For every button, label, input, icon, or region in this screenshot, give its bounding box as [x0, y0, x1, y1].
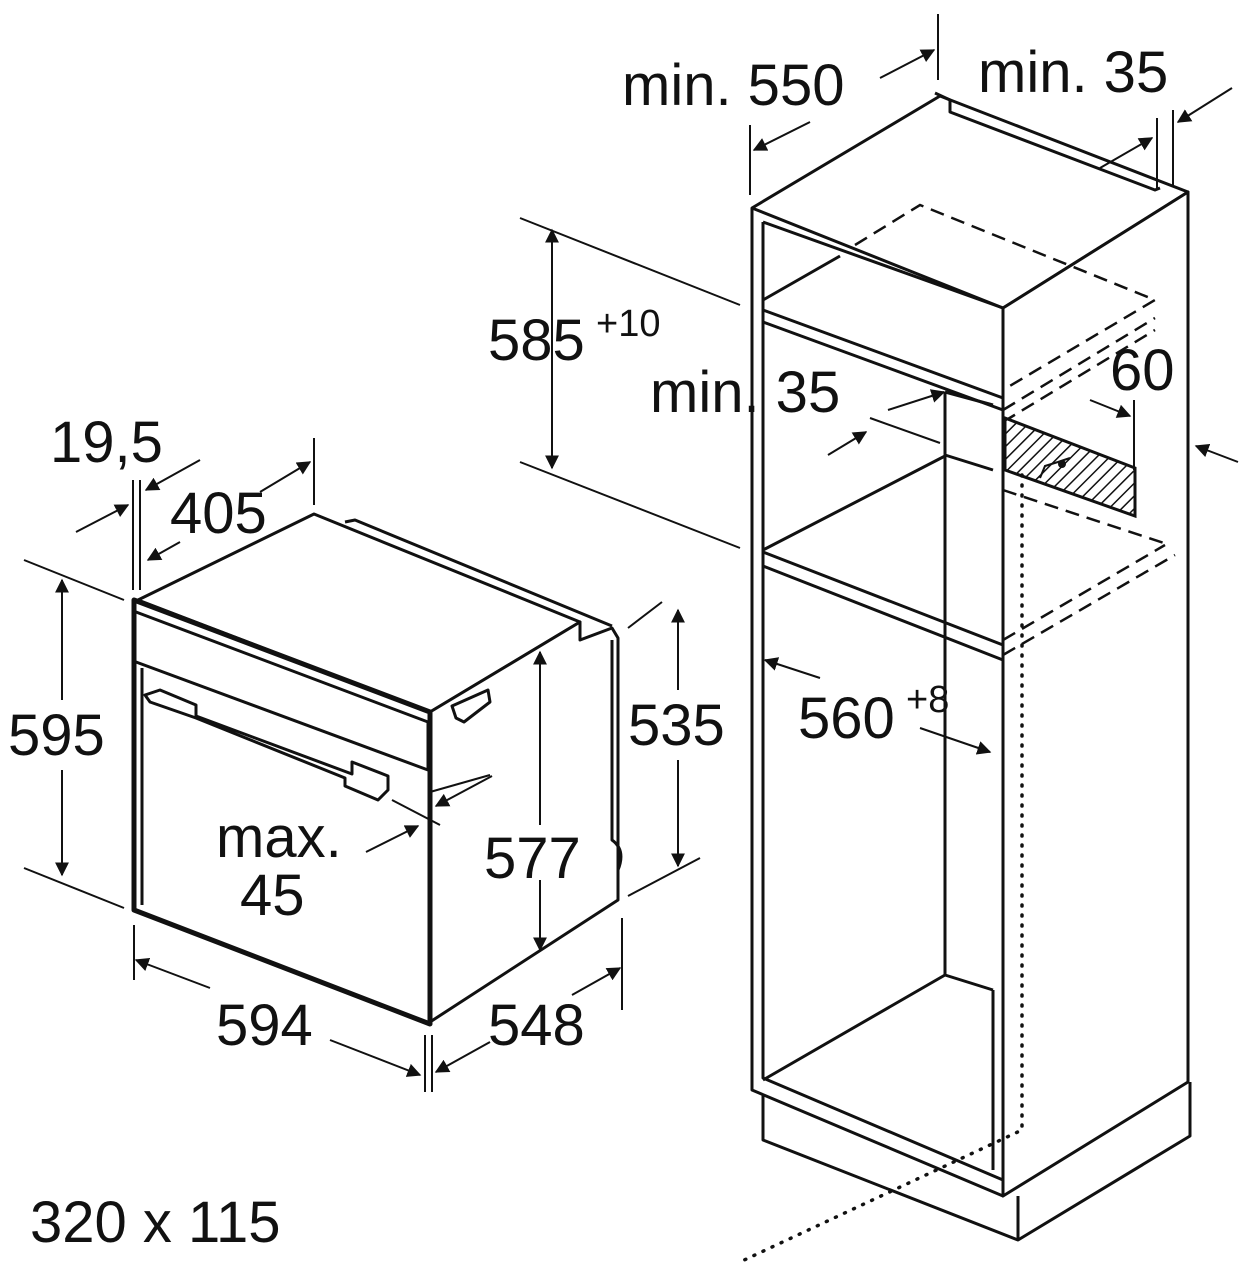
label-45: 45	[240, 863, 305, 928]
label-585: 585	[488, 308, 585, 373]
label-548: 548	[488, 993, 585, 1058]
lower-floor-back	[762, 973, 946, 1082]
hidden-line-c	[1002, 488, 1171, 547]
label-vent-size: 320 x 115	[30, 1190, 280, 1255]
niche-floor-back	[762, 454, 946, 552]
niche-ceiling-edge	[944, 453, 994, 472]
ventilation-dotted-path	[738, 473, 1024, 1264]
label-min-550: min. 550	[622, 53, 844, 118]
cabinet-front-inner	[761, 222, 1004, 1182]
label-19-5: 19,5	[50, 410, 163, 475]
tall-cabinet	[738, 91, 1192, 1264]
hidden-line-e	[1002, 553, 1176, 657]
ventilation-slot	[1003, 415, 1137, 519]
oven-dimensions	[23, 438, 701, 1092]
hidden-top-outline	[854, 203, 1158, 392]
hidden-line-b	[1002, 328, 1156, 424]
cabinet-front-left	[750, 208, 1004, 1198]
upper-compartment-edge	[762, 220, 1005, 400]
control-panel-top	[135, 610, 429, 724]
niche-floor-front-b	[762, 564, 1004, 662]
label-585-tolerance: +10	[596, 303, 660, 345]
oven-side-grip	[450, 688, 492, 724]
label-560: 560	[798, 686, 895, 751]
label-405: 405	[170, 481, 267, 546]
label-max: max.	[216, 805, 342, 870]
label-535: 535	[628, 693, 725, 758]
label-577: 577	[484, 826, 581, 891]
label-560-tolerance: +8	[906, 679, 949, 721]
niche-top-edge	[944, 390, 994, 407]
oven	[131, 512, 623, 1027]
cabinet-back-lip	[934, 91, 1161, 192]
label-min-35-mid: min. 35	[650, 360, 840, 425]
niche-floor-front-a	[762, 550, 1004, 647]
vent-socket-icon	[1058, 460, 1066, 468]
niche-back-wall	[943, 392, 994, 992]
hidden-line-d	[1002, 543, 1166, 642]
vent-cable	[1039, 457, 1071, 479]
upper-shelf-front-a	[762, 308, 1004, 400]
oven-side	[428, 620, 620, 1024]
hidden-line-a	[1002, 316, 1156, 412]
upper-shelf-back	[762, 254, 841, 302]
label-60: 60	[1110, 338, 1175, 403]
label-595: 595	[8, 703, 105, 768]
oven-front	[131, 597, 433, 1027]
oven-top-rear-lip	[344, 518, 613, 628]
label-594: 594	[216, 993, 313, 1058]
control-panel-edge	[135, 660, 429, 772]
cabinet-dimensions	[519, 14, 1239, 755]
oven-handle	[143, 688, 390, 802]
label-min-35-top: min. 35	[978, 40, 1168, 105]
